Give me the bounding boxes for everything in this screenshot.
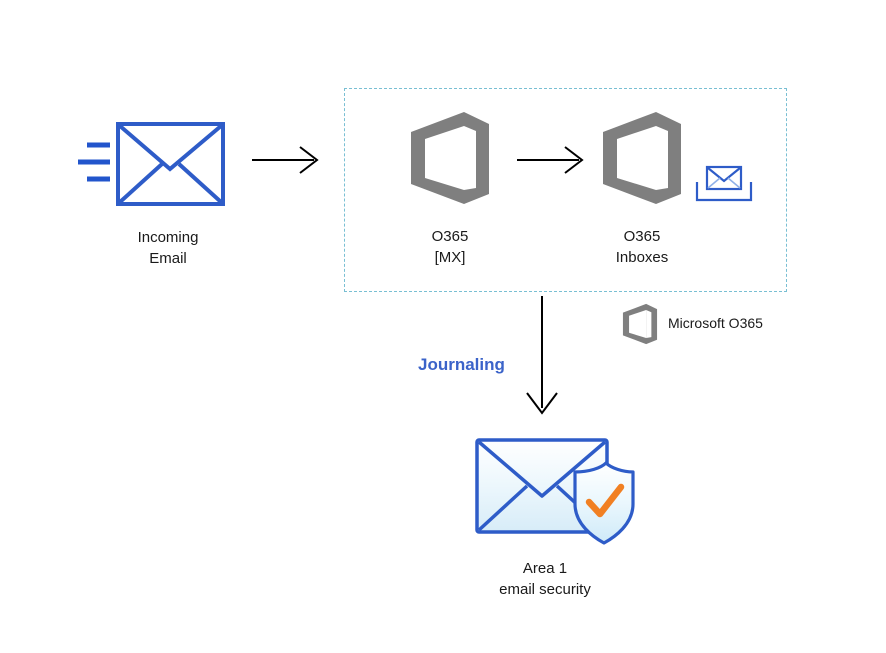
office-365-icon <box>603 112 681 204</box>
o365-inboxes-node <box>598 110 686 206</box>
area1-email-security-node <box>465 430 635 550</box>
shielded-envelope-icon <box>475 438 635 545</box>
motion-dash-lines <box>78 142 110 182</box>
arrow-down-icon <box>526 296 558 415</box>
o365-inbox-tray <box>694 162 754 204</box>
microsoft-o365-boundary <box>344 88 787 292</box>
inbox-tray-icon <box>695 165 753 202</box>
o365-mx-node <box>406 110 494 206</box>
microsoft-o365-legend <box>620 303 660 345</box>
arrow-mx-to-inboxes <box>517 142 589 178</box>
arrow-journaling-down <box>520 296 564 420</box>
o365-inboxes-label: O365 Inboxes <box>615 228 669 266</box>
o365-mx-label: O365 [MX] <box>431 228 469 266</box>
incoming-email-label: Incoming Email <box>137 229 199 267</box>
arrow-right-icon <box>517 146 584 174</box>
office-365-icon <box>411 112 489 204</box>
arrow-right-icon <box>252 146 319 174</box>
journaling-label: Journaling <box>418 355 505 374</box>
microsoft-o365-legend-label: Microsoft O365 <box>668 315 763 331</box>
office-365-icon <box>622 303 658 345</box>
incoming-email-node <box>70 118 230 218</box>
envelope-icon <box>78 122 225 206</box>
arrow-incoming-to-mx <box>252 142 324 178</box>
check-icon <box>585 483 625 518</box>
area1-email-security-label: Area 1 email security <box>499 560 591 598</box>
